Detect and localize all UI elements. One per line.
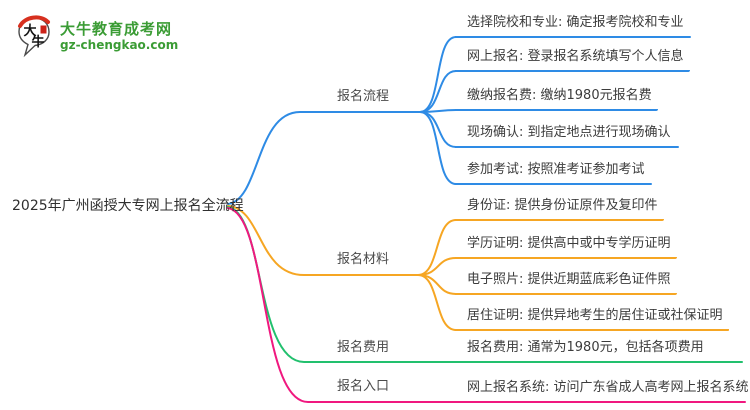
site-logo: 大 牛 大牛教育成考网 gz-chengkao.com	[16, 12, 178, 60]
branch-label-entry: 报名入口	[337, 379, 390, 394]
branch-label-materials: 报名材料	[337, 252, 390, 267]
leaf-materials-photo: 电子照片: 提供近期蓝底彩色证件照	[455, 270, 677, 295]
leaf-process-choose-school: 选择院校和专业: 确定报考院校和专业	[455, 13, 690, 38]
leaf-materials-diploma: 学历证明: 提供高中或中专学历证明	[455, 234, 677, 259]
logo-char-top: 大	[24, 23, 37, 39]
branch-label-fee: 报名费用	[337, 340, 390, 355]
daniu-bubble-icon: 大 牛	[18, 15, 50, 58]
branch-line-process	[227, 111, 421, 205]
brand-domain: gz-chengkao.com	[60, 38, 179, 52]
leaf-process-take-exam: 参加考试: 按照准考证参加考试	[455, 160, 651, 185]
leaf-entry-system: 网上报名系统: 访问广东省成人高考网上报名系统	[467, 380, 749, 395]
branch-label-process: 报名流程	[337, 89, 390, 104]
logo-char-bottom: 牛	[32, 34, 45, 50]
leaf-materials-residence: 居住证明: 提供异地考生的居住证或社保证明	[455, 306, 729, 331]
central-topic: 2025年广州函授大专网上报名全流程	[12, 198, 244, 214]
branch-line-materials	[227, 205, 419, 276]
leaf-fee-amount: 报名费用: 通常为1980元，包括各项费用	[467, 340, 704, 355]
leaf-process-online-signup: 网上报名: 登录报名系统填写个人信息	[455, 47, 690, 72]
leaf-materials-id-card: 身份证: 提供身份证原件及复印件	[455, 196, 664, 221]
brand-name: 大牛教育成考网	[60, 20, 173, 38]
leaf-process-pay-fee: 缴纳报名费: 缴纳1980元报名费	[455, 86, 658, 111]
leaf-process-onsite-confirm: 现场确认: 到指定地点进行现场确认	[455, 123, 677, 148]
